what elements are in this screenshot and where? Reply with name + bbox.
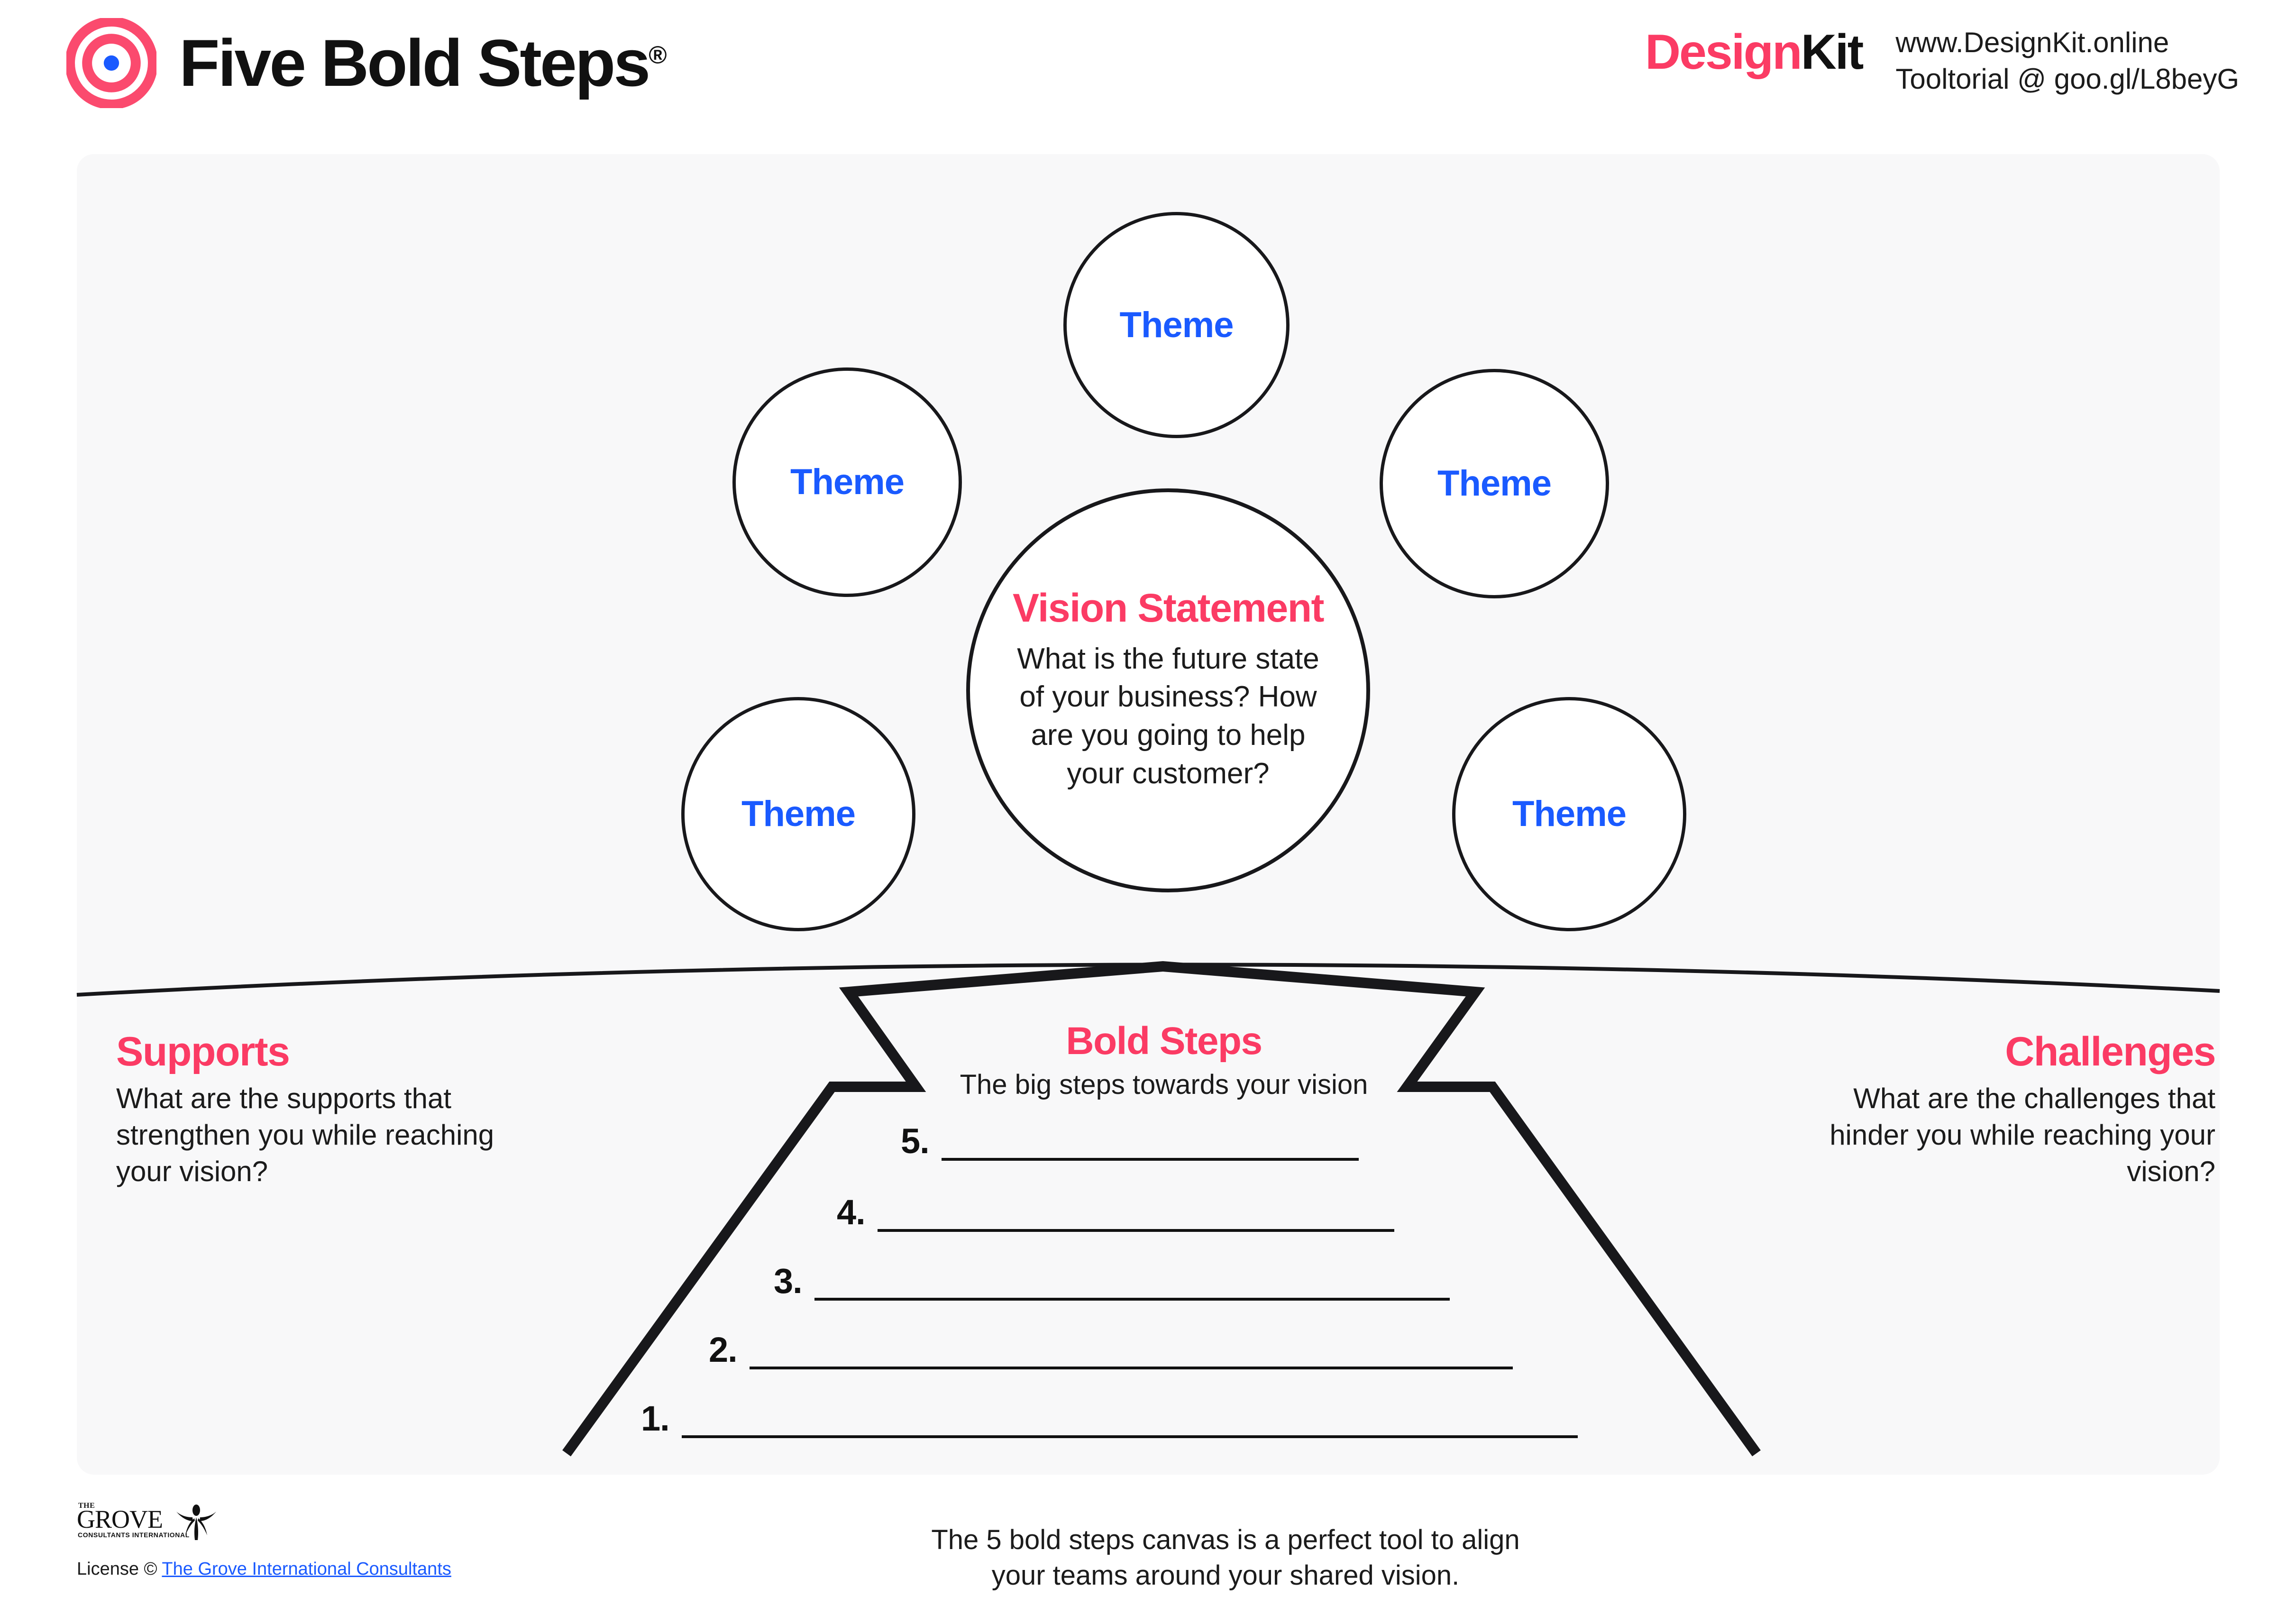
- bold-step-row-1[interactable]: 1.: [641, 1401, 1578, 1442]
- theme-circle-upper-right[interactable]: Theme: [1380, 369, 1609, 598]
- challenges-body: What are the challenges that hinder you …: [1829, 1083, 2215, 1187]
- step-number: 3.: [774, 1261, 803, 1301]
- designkit-kit-word: Kit: [1801, 25, 1864, 80]
- bold-step-row-2[interactable]: 2.: [709, 1332, 1513, 1373]
- bold-steps-heading: Bold Steps: [1066, 1019, 1262, 1063]
- license-prefix: License ©: [77, 1559, 157, 1579]
- theme-label: Theme: [1119, 304, 1234, 345]
- challenges-section: Challenges What are the challenges that …: [1789, 1029, 2216, 1190]
- step-number: 2.: [709, 1330, 738, 1369]
- theme-circle-lower-right[interactable]: Theme: [1452, 697, 1686, 931]
- page-title-text: Five Bold Steps: [179, 26, 650, 100]
- bold-step-row-3[interactable]: 3.: [774, 1264, 1450, 1304]
- designkit-logo: DesignKit: [1645, 25, 1864, 80]
- vision-title: Vision Statement: [1013, 585, 1324, 630]
- theme-label: Theme: [741, 794, 856, 834]
- page-header: Five Bold Steps® DesignKit www.DesignKit…: [0, 0, 2296, 156]
- grove-footer: THE GROVE CONSULTANTS INTERNATIONAL Lice…: [77, 1498, 451, 1579]
- step-input-line-4[interactable]: [877, 1229, 1394, 1232]
- bold-steps-section: Bold Steps The big steps towards your vi…: [920, 1022, 1408, 1102]
- grove-consultants-logo: THE GROVE CONSULTANTS INTERNATIONAL: [77, 1502, 216, 1540]
- license-text: License © The Grove International Consul…: [77, 1559, 451, 1579]
- designkit-tooltorial[interactable]: Tooltorial @ goo.gl/L8beyG: [1895, 63, 2239, 95]
- supports-body: What are the supports that strengthen yo…: [116, 1083, 494, 1187]
- designkit-links: www.DesignKit.online Tooltorial @ goo.gl…: [1895, 25, 2239, 98]
- license-link[interactable]: The Grove International Consultants: [162, 1559, 451, 1579]
- theme-circle-lower-left[interactable]: Theme: [681, 697, 915, 931]
- step-number: 1.: [641, 1399, 670, 1438]
- step-input-line-3[interactable]: [814, 1298, 1450, 1301]
- supports-heading: Supports: [116, 1029, 290, 1074]
- footer-caption: The 5 bold steps canvas is a perfect too…: [931, 1524, 1520, 1591]
- supports-section: Supports What are the supports that stre…: [116, 1031, 543, 1190]
- svg-text:CONSULTANTS INTERNATIONAL: CONSULTANTS INTERNATIONAL: [78, 1531, 190, 1539]
- brand-lockup-right: DesignKit www.DesignKit.online Tooltoria…: [1645, 25, 2239, 98]
- vision-statement-circle[interactable]: Vision Statement What is the future stat…: [966, 488, 1370, 892]
- step-number: 4.: [837, 1193, 866, 1232]
- registered-mark: ®: [649, 41, 667, 69]
- step-input-line-5[interactable]: [941, 1158, 1359, 1161]
- bold-step-row-5[interactable]: 5.: [901, 1124, 1359, 1165]
- challenges-heading: Challenges: [2005, 1029, 2216, 1074]
- page-title: Five Bold Steps®: [179, 30, 667, 96]
- step-input-line-2[interactable]: [749, 1367, 1513, 1369]
- theme-circle-top-center[interactable]: Theme: [1063, 212, 1290, 438]
- theme-label: Theme: [1437, 463, 1552, 504]
- designkit-website[interactable]: www.DesignKit.online: [1895, 27, 2169, 58]
- vision-body: What is the future state of your busines…: [1017, 642, 1319, 790]
- svg-text:THE: THE: [78, 1502, 95, 1510]
- svg-text:GROVE: GROVE: [77, 1505, 163, 1533]
- step-number: 5.: [901, 1121, 930, 1161]
- theme-label: Theme: [1512, 794, 1627, 834]
- brand-lockup-left: Five Bold Steps®: [66, 18, 667, 108]
- step-input-line-1[interactable]: [681, 1435, 1578, 1438]
- bold-step-row-4[interactable]: 4.: [837, 1195, 1394, 1236]
- theme-label: Theme: [790, 462, 905, 502]
- target-bullseye-icon: [66, 18, 156, 108]
- theme-circle-upper-left[interactable]: Theme: [732, 367, 962, 597]
- bold-steps-subtitle: The big steps towards your vision: [960, 1069, 1368, 1100]
- designkit-design-word: Design: [1645, 25, 1802, 80]
